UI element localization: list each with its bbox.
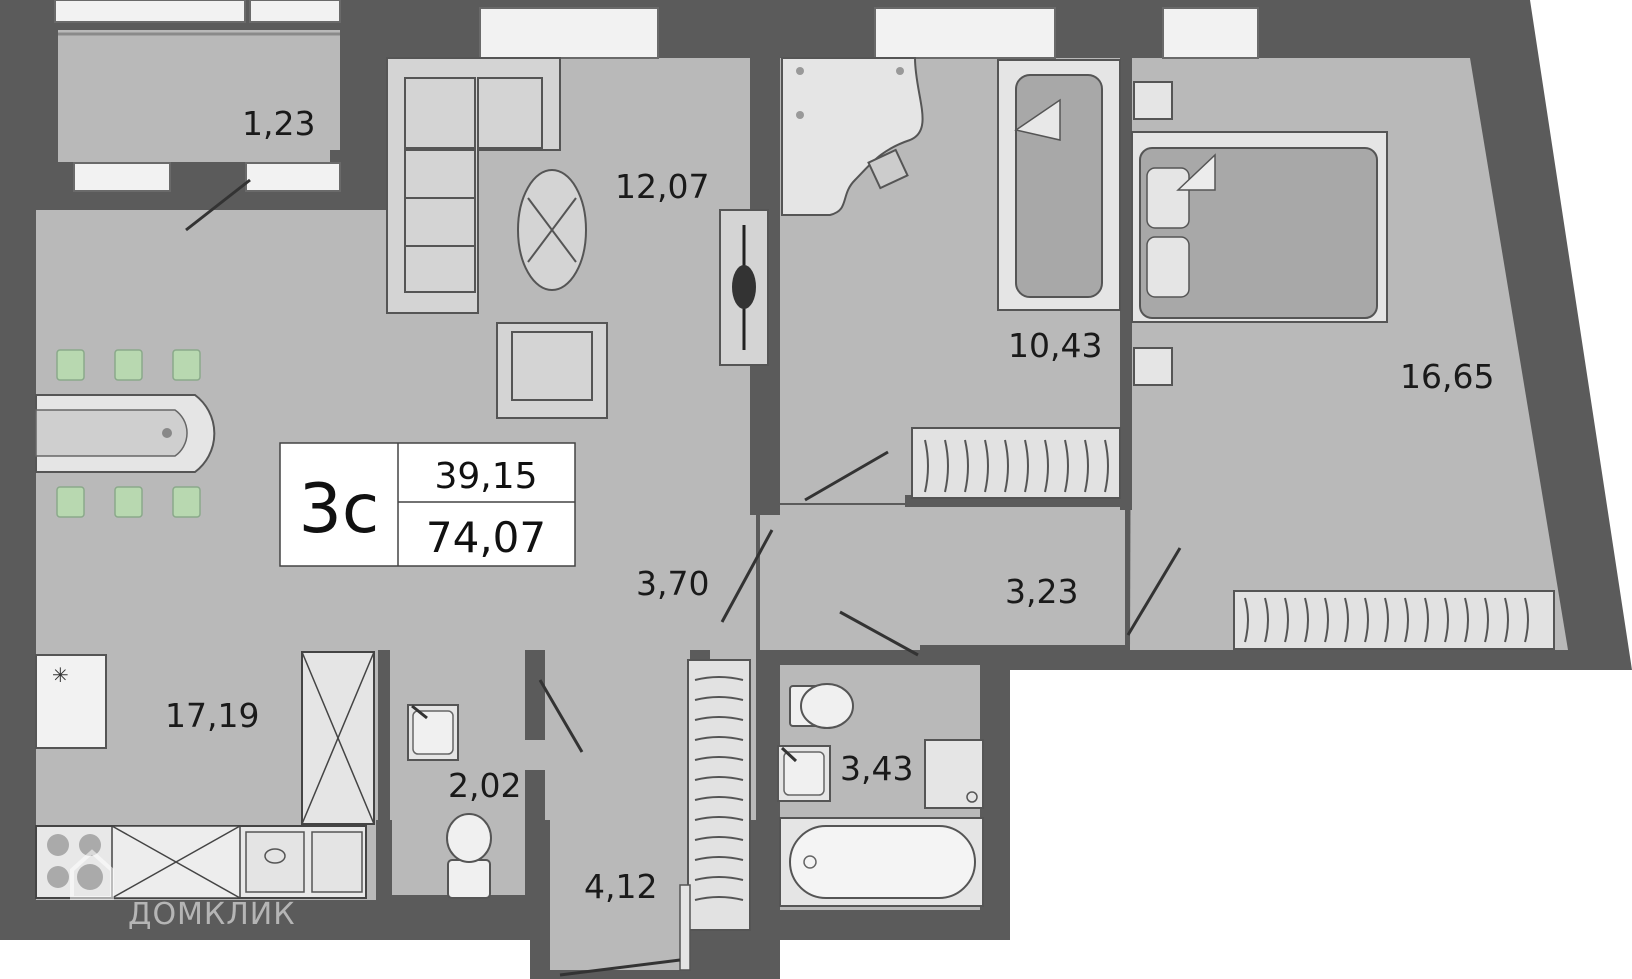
watermark-text: ДОМКЛИК: [128, 897, 296, 932]
bathroom-toilet: [789, 683, 854, 729]
room-area-balcony: 1,23: [242, 104, 315, 143]
room-area-toilet: 2,02: [448, 766, 521, 805]
toilet-bowl: [446, 813, 492, 899]
window-balcony-left: [54, 0, 246, 23]
house-logo-icon: [70, 849, 114, 900]
toilet-sink: [407, 704, 459, 761]
room-area-study: 10,43: [1008, 326, 1102, 365]
total-area-value: 74,07: [426, 513, 546, 562]
fridge: ✳: [35, 654, 107, 749]
washing-machine: [924, 739, 984, 809]
bathtub: [779, 817, 984, 907]
window-living: [479, 7, 659, 59]
watermark: ДОМКЛИК: [70, 849, 296, 932]
room-area-kitchen: 17,19: [165, 696, 259, 735]
dining-table: [35, 394, 216, 473]
bathtub-study: [997, 59, 1121, 311]
room-area-bedroom: 16,65: [1400, 357, 1494, 396]
room-area-entrance: 4,12: [584, 867, 657, 906]
wardrobe-study: [911, 427, 1121, 499]
door-swings: [185, 178, 1182, 753]
room-area-living: 12,07: [615, 167, 709, 206]
apartment-type: 3с: [299, 470, 380, 549]
dining-chairs: [56, 349, 201, 518]
apartment-badge: 3с 39,15 74,07: [279, 442, 576, 567]
coffee-table: [517, 169, 587, 291]
sofa: [386, 57, 561, 314]
room-area-bathroom: 3,43: [840, 749, 913, 788]
window-study: [874, 7, 1056, 59]
kitchen-counter: [35, 825, 367, 899]
windows: [54, 0, 1259, 192]
armchair: [496, 322, 608, 419]
window-bedroom: [1162, 7, 1259, 59]
kitchen-cabinet-tall: [301, 651, 375, 825]
wardrobe-bedroom: [1233, 590, 1555, 650]
desk: [781, 57, 924, 216]
window-balcony-door-right: [245, 162, 341, 192]
living-area-value: 39,15: [434, 456, 537, 497]
wardrobe-hall: [687, 659, 751, 931]
entrance-door: [559, 884, 691, 977]
svg-text:✳: ✳: [52, 663, 69, 687]
window-balcony-right: [249, 0, 341, 23]
room-area-corridor: 3,23: [1005, 572, 1078, 611]
window-balcony-door-left: [73, 162, 171, 192]
bed: [1131, 131, 1388, 323]
bathroom-sink: [777, 745, 831, 802]
nightstands: [1133, 81, 1173, 386]
room-labels: 1,23 12,07 10,43 16,65 3,70 3,23 17,19 2…: [165, 104, 1494, 906]
room-area-hall: 3,70: [636, 564, 709, 603]
tv-stand: [719, 209, 769, 366]
